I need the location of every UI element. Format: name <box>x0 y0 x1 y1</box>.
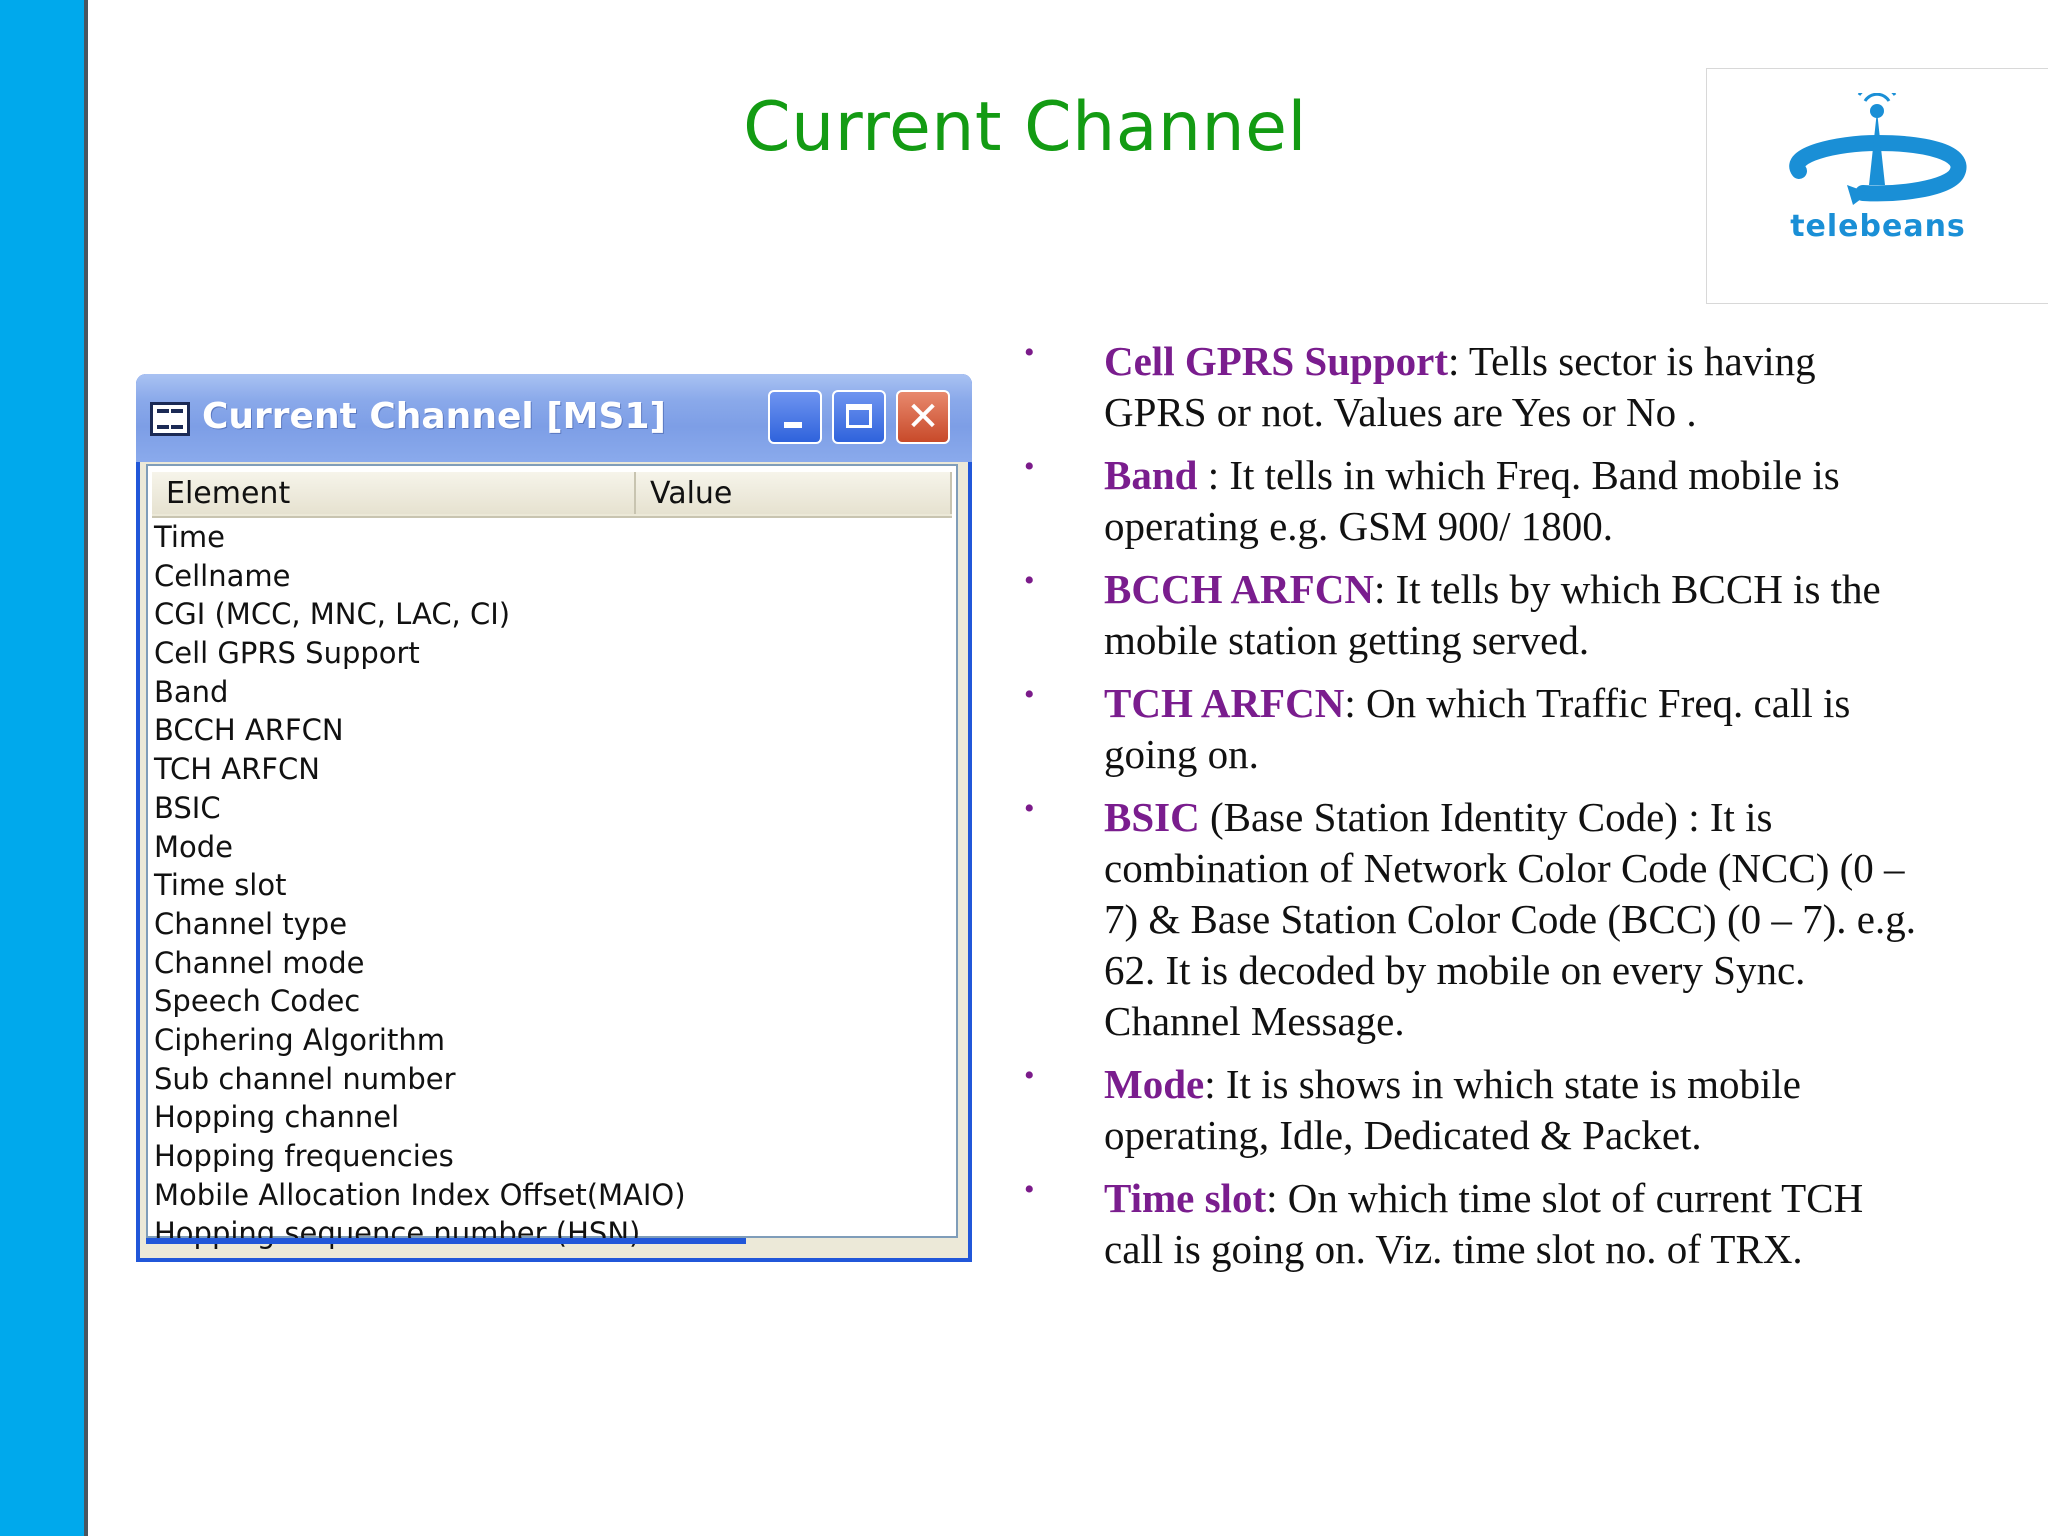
logo: telebeans <box>1706 68 2048 304</box>
bullet-item: • TCH ARFCN: On which Traffic Freq. call … <box>1020 678 1920 780</box>
list-item[interactable]: Channel type <box>154 906 348 941</box>
bullet-key-term: BCCH ARFCN <box>1104 566 1374 612</box>
bullet-text: BSIC (Base Station Identity Code) : It i… <box>1104 792 1920 1047</box>
bullet-key-term: BSIC <box>1104 794 1200 840</box>
list-item[interactable]: Time slot <box>154 868 287 903</box>
column-header-element[interactable]: Element <box>152 472 636 514</box>
bullet-item: • Band : It tells in which Freq. Band mob… <box>1020 450 1920 552</box>
bullet-text: TCH ARFCN: On which Traffic Freq. call i… <box>1104 678 1920 780</box>
bullet-description: : Tells sector is having GPRS or not. Va… <box>1104 338 1816 435</box>
list-item[interactable]: Cellname <box>154 558 291 593</box>
list-item[interactable]: BSIC <box>154 790 221 825</box>
bullet-dot-icon: • <box>1024 1173 1035 1206</box>
bullet-description: : On which Traffic Freq. call is going o… <box>1104 680 1851 777</box>
bullet-item: • Time slot: On which time slot of curren… <box>1020 1173 1920 1275</box>
bullet-text: Cell GPRS Support: Tells sector is havin… <box>1104 336 1920 438</box>
list-item[interactable]: Ciphering Algorithm <box>154 1022 445 1057</box>
bullet-dot-icon: • <box>1024 336 1035 369</box>
minimize-icon <box>784 422 802 428</box>
close-button[interactable]: ✕ <box>896 390 950 444</box>
bullet-description: : It is shows in which state is mobile o… <box>1104 1061 1801 1158</box>
slide-title: Current Channel <box>743 88 1307 167</box>
bullet-description: (Base Station Identity Code) : It is com… <box>1104 794 1916 1044</box>
list-item[interactable]: Mode <box>154 829 234 864</box>
bullet-text: BCCH ARFCN: It tells by which BCCH is th… <box>1104 564 1920 666</box>
list-item[interactable]: Hopping sequence number (HSN) <box>154 1216 641 1251</box>
list-item[interactable]: Speech Codec <box>154 984 361 1019</box>
list-item[interactable]: Sub channel number <box>154 1061 456 1096</box>
bullet-key-term: Time slot <box>1104 1175 1267 1221</box>
list-item[interactable]: CGI (MCC, MNC, LAC, CI) <box>154 597 511 632</box>
bullet-key-term: TCH ARFCN <box>1104 680 1345 726</box>
current-channel-window: Current Channel [MS1] ✕ Element Value Ti… <box>136 374 972 1262</box>
list-item[interactable]: BCCH ARFCN <box>154 713 344 748</box>
logo-text: telebeans <box>1790 209 1966 244</box>
bullet-description: : It tells by which BCCH is the mobile s… <box>1104 566 1881 663</box>
list-item[interactable]: Channel mode <box>154 945 365 980</box>
list-header: Element Value <box>152 472 952 518</box>
bullet-key-term: Band <box>1104 452 1198 498</box>
window-table-icon <box>150 402 190 436</box>
minimize-button[interactable] <box>768 390 822 444</box>
list-item[interactable]: Time <box>154 520 225 554</box>
column-header-value[interactable]: Value <box>636 472 952 514</box>
left-accent-bar <box>0 0 88 1536</box>
bullet-key-term: Mode <box>1104 1061 1205 1107</box>
maximize-button[interactable] <box>832 390 886 444</box>
window-title: Current Channel [MS1] <box>202 396 666 437</box>
maximize-icon <box>846 404 872 428</box>
bullet-item: • Cell GPRS Support: Tells sector is havi… <box>1020 336 1920 438</box>
bullet-list: • Cell GPRS Support: Tells sector is havi… <box>1020 336 1920 1287</box>
bullet-item: • Mode: It is shows in which state is mob… <box>1020 1059 1920 1161</box>
list-item[interactable]: Hopping frequencies <box>154 1139 454 1173</box>
bullet-dot-icon: • <box>1024 450 1035 483</box>
list-item[interactable]: TCH ARFCN <box>154 752 320 787</box>
close-icon: ✕ <box>906 394 940 440</box>
antenna-orbit-logo-icon <box>1789 93 1967 205</box>
bullet-description: : On which time slot of current TCH call… <box>1104 1175 1864 1272</box>
list-item[interactable]: Hopping channel <box>154 1100 400 1135</box>
list-item[interactable]: Mobile Allocation Index Offset(MAIO) <box>154 1177 686 1212</box>
bullet-dot-icon: • <box>1024 792 1035 825</box>
window-bottom-edge <box>146 1238 746 1244</box>
list-item[interactable]: Band <box>154 674 229 709</box>
bullet-key-term: Cell GPRS Support <box>1104 338 1448 384</box>
list-item[interactable]: Cell GPRS Support <box>154 636 420 671</box>
bullet-item: • BCCH ARFCN: It tells by which BCCH is t… <box>1020 564 1920 666</box>
bullet-text: Mode: It is shows in which state is mobi… <box>1104 1059 1920 1161</box>
bullet-text: Band : It tells in which Freq. Band mobi… <box>1104 450 1920 552</box>
bullet-description: : It tells in which Freq. Band mobile is… <box>1104 452 1840 549</box>
bullet-text: Time slot: On which time slot of current… <box>1104 1173 1920 1275</box>
bullet-item: • BSIC (Base Station Identity Code) : It … <box>1020 792 1920 1047</box>
bullet-dot-icon: • <box>1024 1059 1035 1092</box>
window-titlebar[interactable]: Current Channel [MS1] ✕ <box>136 374 972 462</box>
bullet-dot-icon: • <box>1024 564 1035 597</box>
bullet-dot-icon: • <box>1024 678 1035 711</box>
